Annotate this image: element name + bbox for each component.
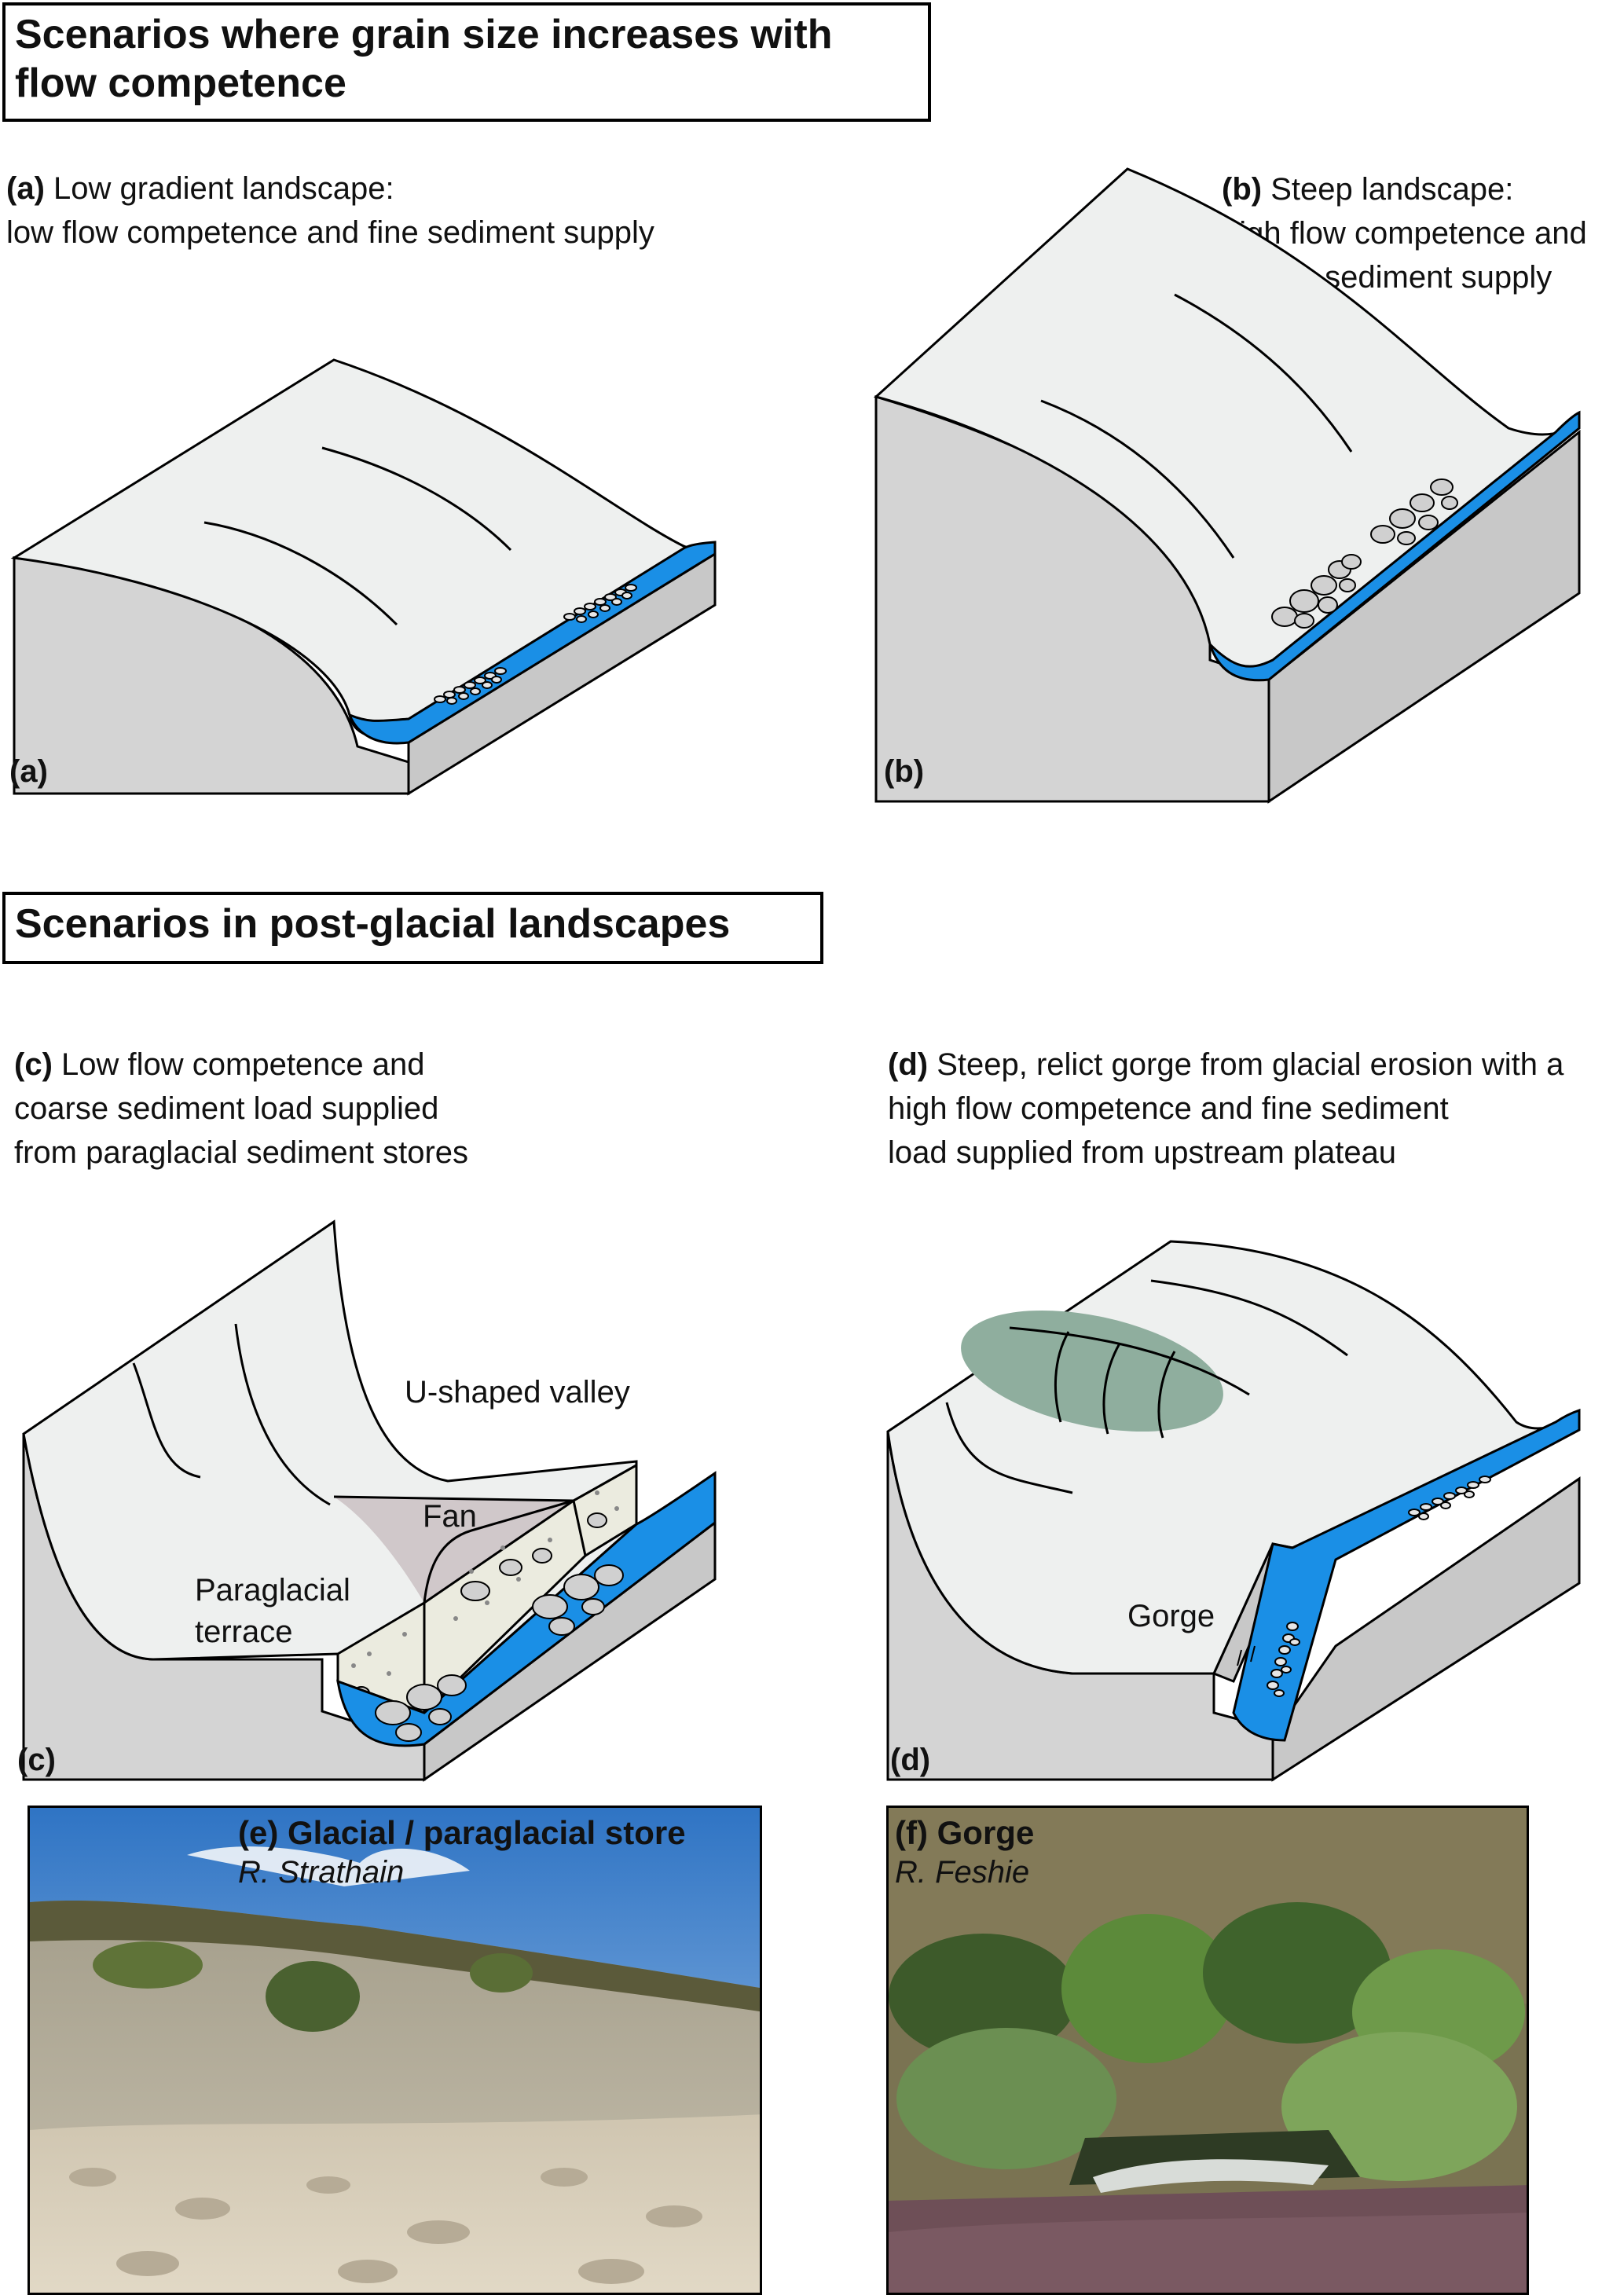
diagram-a-low-gradient bbox=[10, 358, 717, 796]
photo-glacial-store: (e) Glacial / paraglacial store R. Strat… bbox=[27, 1806, 762, 2295]
caption-a: (a) Low gradient landscape: low flow com… bbox=[6, 167, 654, 255]
caption-d-tag: (d) bbox=[888, 1047, 929, 1082]
label-fan: Fan bbox=[423, 1499, 477, 1534]
gorge-patch bbox=[961, 1310, 1223, 1432]
caption-a-line2: low flow competence and fine sediment su… bbox=[6, 215, 654, 250]
label-paraglacial: Paraglacial bbox=[195, 1573, 350, 1608]
fine-sediment-cluster-lower bbox=[434, 667, 507, 705]
caption-c-tag: (c) bbox=[14, 1047, 53, 1082]
corner-label-a: (a) bbox=[9, 754, 48, 789]
corner-label-c: (c) bbox=[17, 1743, 56, 1777]
coarse-clasts-upper bbox=[1370, 478, 1458, 545]
header-post-glacial-text: Scenarios in post-glacial landscapes bbox=[15, 901, 731, 947]
caption-a-tag: (a) bbox=[6, 171, 45, 206]
photo-e-subtitle: R. Strathain bbox=[238, 1855, 405, 1890]
caption-c: (c) Low flow competence and coarse sedim… bbox=[14, 1043, 468, 1175]
photo-f-title: (f) Gorge bbox=[895, 1814, 1035, 1851]
diagram-b-steep bbox=[873, 167, 1581, 804]
photo-f-subtitle: R. Feshie bbox=[895, 1855, 1030, 1890]
coarse-clasts-river-c bbox=[375, 1564, 624, 1742]
coarse-clasts-lower bbox=[1271, 554, 1362, 629]
caption-c-line2: coarse sediment load supplied bbox=[14, 1091, 439, 1126]
header-grain-size-text: Scenarios where grain size increases wit… bbox=[15, 12, 833, 106]
caption-d-line2: high flow competence and fine sediment bbox=[888, 1091, 1449, 1126]
caption-d-line3: load supplied from upstream plateau bbox=[888, 1135, 1397, 1170]
caption-b-title: Steep landscape: bbox=[1270, 172, 1514, 207]
caption-d: (d) Steep, relict gorge from glacial ero… bbox=[888, 1043, 1564, 1175]
diagram-c-paraglacial bbox=[22, 1219, 717, 1782]
header-grain-size-scenarios: Scenarios where grain size increases wit… bbox=[2, 2, 931, 122]
corner-label-b: (b) bbox=[884, 754, 925, 789]
caption-b-tag: (b) bbox=[1222, 172, 1263, 207]
terrace-sediment-dots bbox=[351, 1490, 619, 1676]
caption-a-title: Low gradient landscape: bbox=[53, 171, 394, 206]
photo-e-title: (e) Glacial / paraglacial store bbox=[238, 1814, 686, 1851]
fine-sediment-river-d bbox=[1267, 1476, 1491, 1697]
photo-gorge-scene bbox=[889, 1808, 1527, 2293]
fine-sediment-cluster-upper bbox=[563, 584, 637, 623]
caption-d-title: Steep, relict gorge from glacial erosion… bbox=[937, 1047, 1564, 1082]
caption-b-line2: high flow competence and bbox=[1222, 216, 1587, 251]
caption-c-line3: from paraglacial sediment stores bbox=[14, 1135, 469, 1170]
photo-glacial-store-scene bbox=[30, 1808, 760, 2293]
label-terrace: terrace bbox=[195, 1615, 293, 1649]
label-u-shaped-valley: U-shaped valley bbox=[405, 1375, 630, 1410]
corner-label-d: (d) bbox=[890, 1743, 931, 1777]
photo-gorge: (f) Gorge R. Feshie bbox=[886, 1806, 1529, 2295]
label-gorge: Gorge bbox=[1127, 1599, 1215, 1633]
header-post-glacial: Scenarios in post-glacial landscapes bbox=[2, 892, 823, 964]
caption-c-title: Low flow competence and bbox=[61, 1047, 425, 1082]
diagram-d-gorge bbox=[886, 1240, 1581, 1782]
